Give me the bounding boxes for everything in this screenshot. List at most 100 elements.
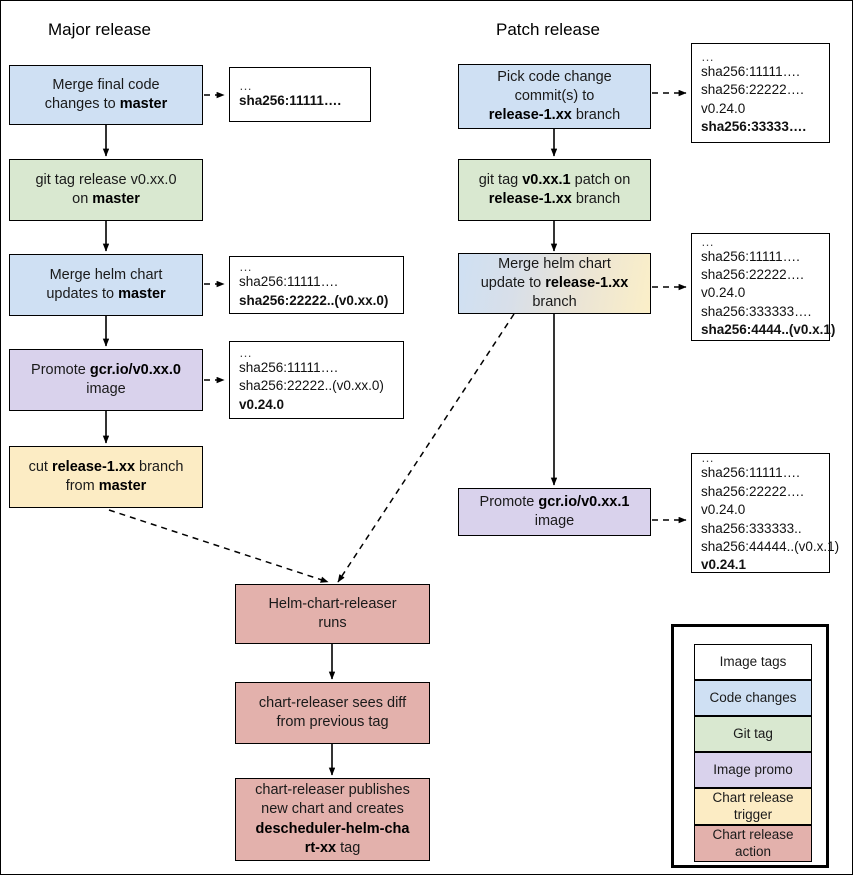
node-git-tag-patch[interactable]: git tag v0.xx.1 patch on release-1.xx br… (458, 159, 651, 221)
node-line-1b: gcr.io/v0.xx.0 (89, 361, 181, 378)
legend-label: Image tags (719, 653, 787, 669)
node-cut-release-branch[interactable]: cut release-1.xx branch from master (9, 446, 203, 508)
node-line-1: git tag release v0.xx.0 (35, 171, 177, 188)
tag-line: sha256:4444..(v0.x.1) (701, 322, 836, 338)
tag-line: sha256:333333.. (701, 520, 802, 536)
node-line-1b: release-1.xx (51, 458, 136, 475)
node-line-2: image (86, 381, 126, 397)
tag-line: sha256:22222…. (701, 266, 804, 282)
node-line-2b: branch (571, 191, 621, 207)
node-line-1c: patch on (570, 171, 631, 188)
node-pick-code-change[interactable]: Pick code change commit(s) to release-1.… (458, 64, 651, 129)
tagbox-patch-3: … sha256:11111…. sha256:22222…. v0.24.0 … (691, 233, 836, 341)
node-merge-final-code[interactable]: Merge final code changes to master (9, 65, 203, 125)
legend-label: Chart release action (712, 827, 794, 859)
tag-line: … (239, 77, 253, 93)
tag-line: v0.24.1 (701, 557, 747, 573)
tag-line: … (239, 344, 253, 360)
node-helm-chart-releaser-runs[interactable]: Helm-chart-releaser runs (235, 584, 430, 644)
node-line-2: from previous tag (276, 714, 389, 730)
node-line-2b: release-1.xx (545, 274, 629, 291)
tag-line: v0.24.0 (701, 100, 746, 116)
node-line-2b: master (118, 286, 166, 302)
node-line-2b: master (119, 96, 168, 112)
node-line-1b: v0.xx.1 (522, 171, 571, 188)
tag-line: sha256:11111…. (239, 274, 338, 290)
tag-line: … (701, 450, 715, 466)
node-line-2: commit(s) to (514, 87, 595, 104)
tag-line: sha256:11111…. (701, 465, 800, 481)
node-line-1a: Promote (479, 493, 539, 510)
node-line-2b: master (98, 478, 147, 494)
legend-label: Code changes (709, 689, 797, 705)
legend-item-image-tags: Image tags (694, 644, 812, 680)
column-title-patch: Patch release (496, 20, 600, 39)
node-line-1: Merge final code (52, 76, 160, 93)
node-line-2: image (534, 513, 575, 529)
node-promote-image-patch[interactable]: Promote gcr.io/v0.xx.1 image (458, 488, 651, 536)
tag-line: sha256:11111…. (701, 63, 800, 79)
node-line-2a: release-1.xx (488, 191, 572, 207)
node-merge-helm-chart-update-release-branch[interactable]: Merge helm chart update to release-1.xx … (458, 253, 651, 314)
legend-item-code-changes: Code changes (694, 680, 812, 716)
tag-line: sha256:11111…. (701, 248, 800, 264)
node-line-1: Merge helm chart (498, 255, 611, 272)
legend-item-image-promo: Image promo (694, 752, 812, 788)
tag-line: sha256:22222..(v0.xx.0) (239, 378, 384, 394)
node-line-2a: updates to (46, 286, 119, 302)
dashed-trigger-from-cut-branch (108, 509, 329, 583)
tag-line: v0.24.0 (701, 502, 746, 518)
node-line-2a: from (65, 478, 99, 494)
tag-line: sha256:333333…. (701, 303, 812, 319)
tag-line: sha256:22222..(v0.xx.0) (239, 292, 389, 308)
tagbox-major-1: … sha256:11111…. (229, 67, 371, 122)
node-line-1: Merge helm chart (49, 266, 163, 283)
node-line-1a: Promote (31, 361, 90, 378)
tag-line: sha256:44444..(v0.x.1) (701, 538, 840, 554)
node-merge-helm-chart-updates[interactable]: Merge helm chart updates to master (9, 254, 203, 316)
legend-item-git-tag: Git tag (694, 716, 812, 752)
node-line-2: new chart and creates (261, 801, 404, 818)
tag-line: v0.24.0 (239, 396, 285, 412)
node-line-1: Helm-chart-releaser (268, 595, 397, 612)
node-line-3: branch (532, 294, 577, 311)
tagbox-patch-4: … sha256:11111…. sha256:22222…. v0.24.0 … (691, 450, 840, 573)
tag-line: sha256:11111…. (239, 92, 342, 108)
node-line-2a: on (72, 191, 93, 207)
tag-line: … (701, 48, 715, 64)
tagbox-major-3: … sha256:11111…. sha256:22222..(v0.xx.0) (229, 256, 404, 314)
tag-line: v0.24.0 (701, 285, 746, 301)
node-line-2a: changes to (44, 96, 120, 112)
column-title-major: Major release (48, 20, 151, 39)
tag-line: sha256:22222…. (701, 82, 804, 98)
legend-label: Chart release trigger (712, 790, 794, 822)
legend-label: Git tag (733, 725, 773, 741)
node-line-3a: release-1.xx (488, 107, 572, 124)
node-chart-releaser-publishes[interactable]: chart-releaser publishes new chart and c… (235, 778, 430, 861)
node-line-2a: update to (480, 274, 546, 291)
node-line-1: chart-releaser sees diff (258, 694, 407, 711)
node-line-2b: master (92, 191, 140, 207)
node-promote-image-major[interactable]: Promote gcr.io/v0.xx.0 image (9, 349, 203, 411)
node-line-4b: tag (336, 839, 361, 856)
legend-item-chart-release-action: Chart release action (694, 825, 812, 862)
node-line-1c: branch (135, 458, 184, 475)
node-chart-releaser-sees-diff[interactable]: chart-releaser sees diff from previous t… (235, 682, 430, 744)
node-git-tag-release[interactable]: git tag release v0.xx.0 on master (9, 159, 203, 221)
legend-item-chart-release-trigger: Chart release trigger (694, 788, 812, 825)
tagbox-major-4: … sha256:11111…. sha256:22222..(v0.xx.0)… (229, 341, 404, 419)
node-line-4a: rt-xx (304, 839, 337, 856)
node-line-3b: branch (571, 107, 621, 124)
tag-line: sha256:22222…. (701, 483, 804, 499)
node-line-3: descheduler-helm-cha (255, 820, 410, 837)
tag-line: … (701, 233, 715, 249)
node-line-1a: cut (28, 458, 52, 475)
tag-line: … (239, 259, 253, 275)
tagbox-patch-1: … sha256:11111…. sha256:22222…. v0.24.0 … (691, 43, 830, 143)
legend-panel: Image tags Code changes Git tag Image pr… (671, 624, 829, 868)
node-line-1b: gcr.io/v0.xx.1 (538, 493, 630, 510)
tag-line: sha256:11111…. (239, 359, 338, 375)
node-line-1: chart-releaser publishes (255, 782, 410, 799)
node-line-1a: git tag (478, 171, 523, 188)
